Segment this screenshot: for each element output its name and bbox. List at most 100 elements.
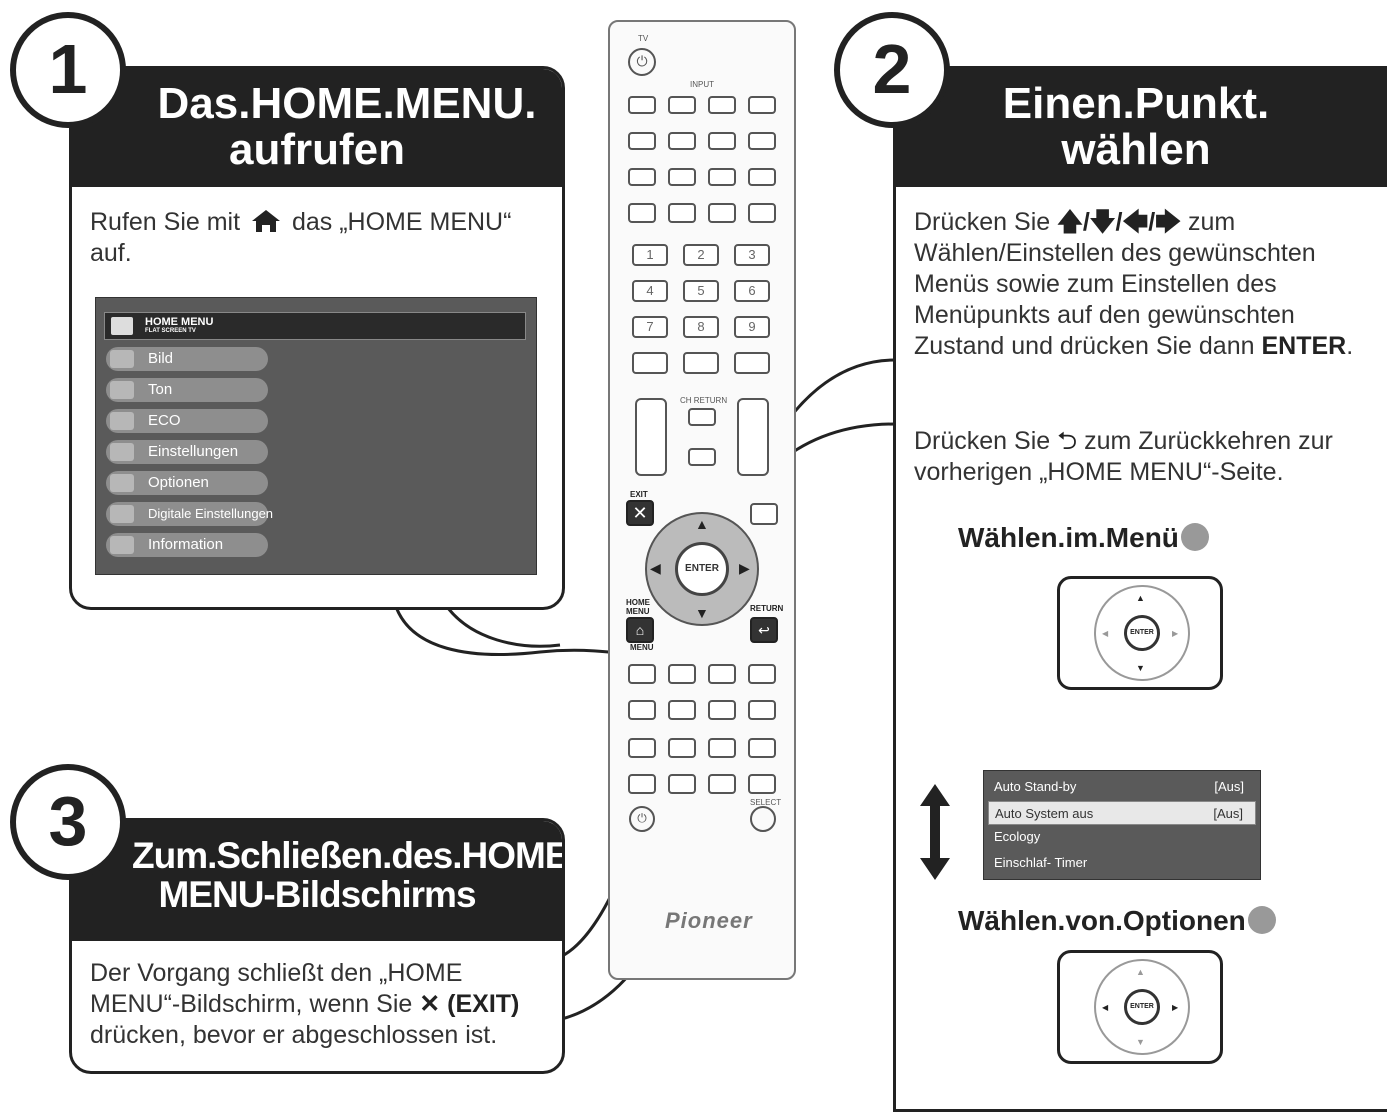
gray-dot-icon [1180, 523, 1209, 551]
menu-item-optionen[interactable]: Optionen [106, 471, 268, 495]
num-button-9[interactable]: 9 [734, 316, 770, 338]
option-row-auto-standby[interactable]: Auto Stand-by[Aus] [988, 775, 1256, 799]
menu-item-ton[interactable]: Ton [106, 378, 268, 402]
option-key: Einschlaf- Timer [994, 855, 1088, 870]
exit-x-icon: ✕ [419, 990, 441, 1018]
func-button-1[interactable] [628, 738, 656, 758]
source-button-2[interactable] [668, 168, 696, 186]
menu-item-digitale-einstellungen[interactable]: Digitale Einstellungen [106, 502, 273, 526]
menu-item-label: Digitale Einstellungen [148, 506, 274, 521]
home-menu-subtitle: FLAT SCREEN TV [145, 328, 196, 334]
dpad-right-arrow-icon[interactable]: ▶ [739, 560, 750, 576]
callout-right-arrow-icon: ▶ [1172, 629, 1179, 638]
num-button-8[interactable]: 8 [683, 316, 719, 338]
rewind-button[interactable] [668, 700, 696, 720]
option-row-ecology[interactable]: Ecology [988, 825, 1256, 849]
return-button[interactable]: ↩ [750, 617, 778, 643]
home-menu-titlebar: HOME MENU FLAT SCREEN TV [104, 312, 526, 340]
input-button-6[interactable] [668, 132, 696, 150]
step2-para2-before: Drücken Sie [914, 427, 1051, 455]
func-button-6[interactable] [668, 774, 696, 794]
num-button-1[interactable]: 1 [632, 244, 668, 266]
step1-text-after: das „HOME MENU“ auf. [90, 208, 512, 267]
num-button-3[interactable]: 3 [734, 244, 770, 266]
menu-item-einstellungen[interactable]: Einstellungen [106, 440, 268, 464]
select-options-heading: Wählen.von.Optionen [958, 905, 1276, 937]
num-button-6[interactable]: 6 [734, 280, 770, 302]
menu-item-information[interactable]: Information [106, 533, 268, 557]
input-button-8[interactable] [748, 132, 776, 150]
tv-icon [111, 317, 133, 335]
arrow-keys-icon: 🡅/🡇/🡄/🡆 [1057, 208, 1182, 236]
func-button-5[interactable] [628, 774, 656, 794]
func-button-3[interactable] [708, 738, 736, 758]
dpad-up-arrow-icon[interactable]: ▲ [695, 516, 709, 532]
option-row-sleep-timer[interactable]: Einschlaf- Timer [988, 851, 1256, 875]
volume-rocker[interactable] [737, 398, 769, 476]
power-button[interactable]: ⏻ [628, 48, 656, 76]
dpad-down-arrow-icon[interactable]: ▼ [695, 605, 709, 621]
menu-item-label: Optionen [148, 474, 209, 491]
source-button-4[interactable] [748, 168, 776, 186]
input-button-1[interactable] [628, 96, 656, 114]
color-button-1[interactable] [628, 664, 656, 684]
dpad-enter-button[interactable]: ENTER [675, 542, 729, 596]
num-button-2[interactable]: 2 [683, 244, 719, 266]
play-button[interactable] [708, 700, 736, 720]
epg-button[interactable] [750, 503, 778, 525]
mode-button-2[interactable] [668, 203, 696, 223]
input-button-7[interactable] [708, 132, 736, 150]
dpad-callout-menu: ENTER ▲ ▼ ◀ ▶ [1057, 576, 1223, 690]
menu-item-bild[interactable]: Bild [106, 347, 268, 371]
callout-dpad-ring [1094, 959, 1190, 1055]
step2-para1-end: . [1346, 332, 1354, 360]
mode-button-4[interactable] [748, 203, 776, 223]
input-button-2[interactable] [668, 96, 696, 114]
up-down-arrow-icon [920, 784, 950, 880]
func-button-4[interactable] [748, 738, 776, 758]
stop-button[interactable] [628, 700, 656, 720]
mute-button[interactable] [688, 448, 716, 466]
remote-tv-label: TV [638, 34, 649, 43]
color-button-2[interactable] [668, 664, 696, 684]
num-button-5[interactable]: 5 [683, 280, 719, 302]
exit-button[interactable]: ✕ [626, 500, 654, 526]
option-value: [Aus] [1213, 806, 1243, 821]
option-row-auto-system-aus[interactable]: Auto System aus[Aus] [988, 801, 1256, 825]
return-arrow-icon: ⮌ [1057, 427, 1078, 455]
input-select-button[interactable] [632, 352, 668, 374]
channel-rocker[interactable] [635, 398, 667, 476]
mode-button-1[interactable] [628, 203, 656, 223]
num-button-7[interactable]: 7 [632, 316, 668, 338]
ch-return-label: CH RETURN [680, 396, 728, 405]
remote-input-label: INPUT [690, 80, 714, 89]
input-button-5[interactable] [628, 132, 656, 150]
func-button-7[interactable] [708, 774, 736, 794]
num-button-0[interactable] [683, 352, 719, 374]
mode-button-3[interactable] [708, 203, 736, 223]
select-button[interactable] [750, 806, 776, 832]
color-button-4[interactable] [748, 664, 776, 684]
func-button-2[interactable] [668, 738, 696, 758]
input-button-3[interactable] [708, 96, 736, 114]
callout-left-arrow-icon: ◀ [1102, 629, 1109, 638]
remote-brand-logo: Pioneer [665, 908, 753, 933]
home-menu-remote-label: HOME MENU [626, 598, 650, 616]
step3-number: 3 [10, 764, 126, 880]
ch-return-button[interactable] [688, 408, 716, 426]
num-button-4[interactable]: 4 [632, 280, 668, 302]
step1-text-before: Rufen Sie mit [90, 208, 241, 236]
source-button-1[interactable] [628, 168, 656, 186]
source-power-button[interactable]: ⏻ [629, 806, 655, 832]
fast-forward-button[interactable] [748, 700, 776, 720]
home-menu-button[interactable]: ⌂ [626, 617, 654, 643]
info-button[interactable] [734, 352, 770, 374]
source-button-3[interactable] [708, 168, 736, 186]
select-label: SELECT [750, 798, 782, 807]
func-button-8[interactable] [748, 774, 776, 794]
dpad-left-arrow-icon[interactable]: ◀ [650, 560, 661, 576]
color-button-3[interactable] [708, 664, 736, 684]
menu-item-eco[interactable]: ECO [106, 409, 268, 433]
step2-para1-bold: ENTER [1261, 332, 1347, 360]
input-button-4[interactable] [748, 96, 776, 114]
